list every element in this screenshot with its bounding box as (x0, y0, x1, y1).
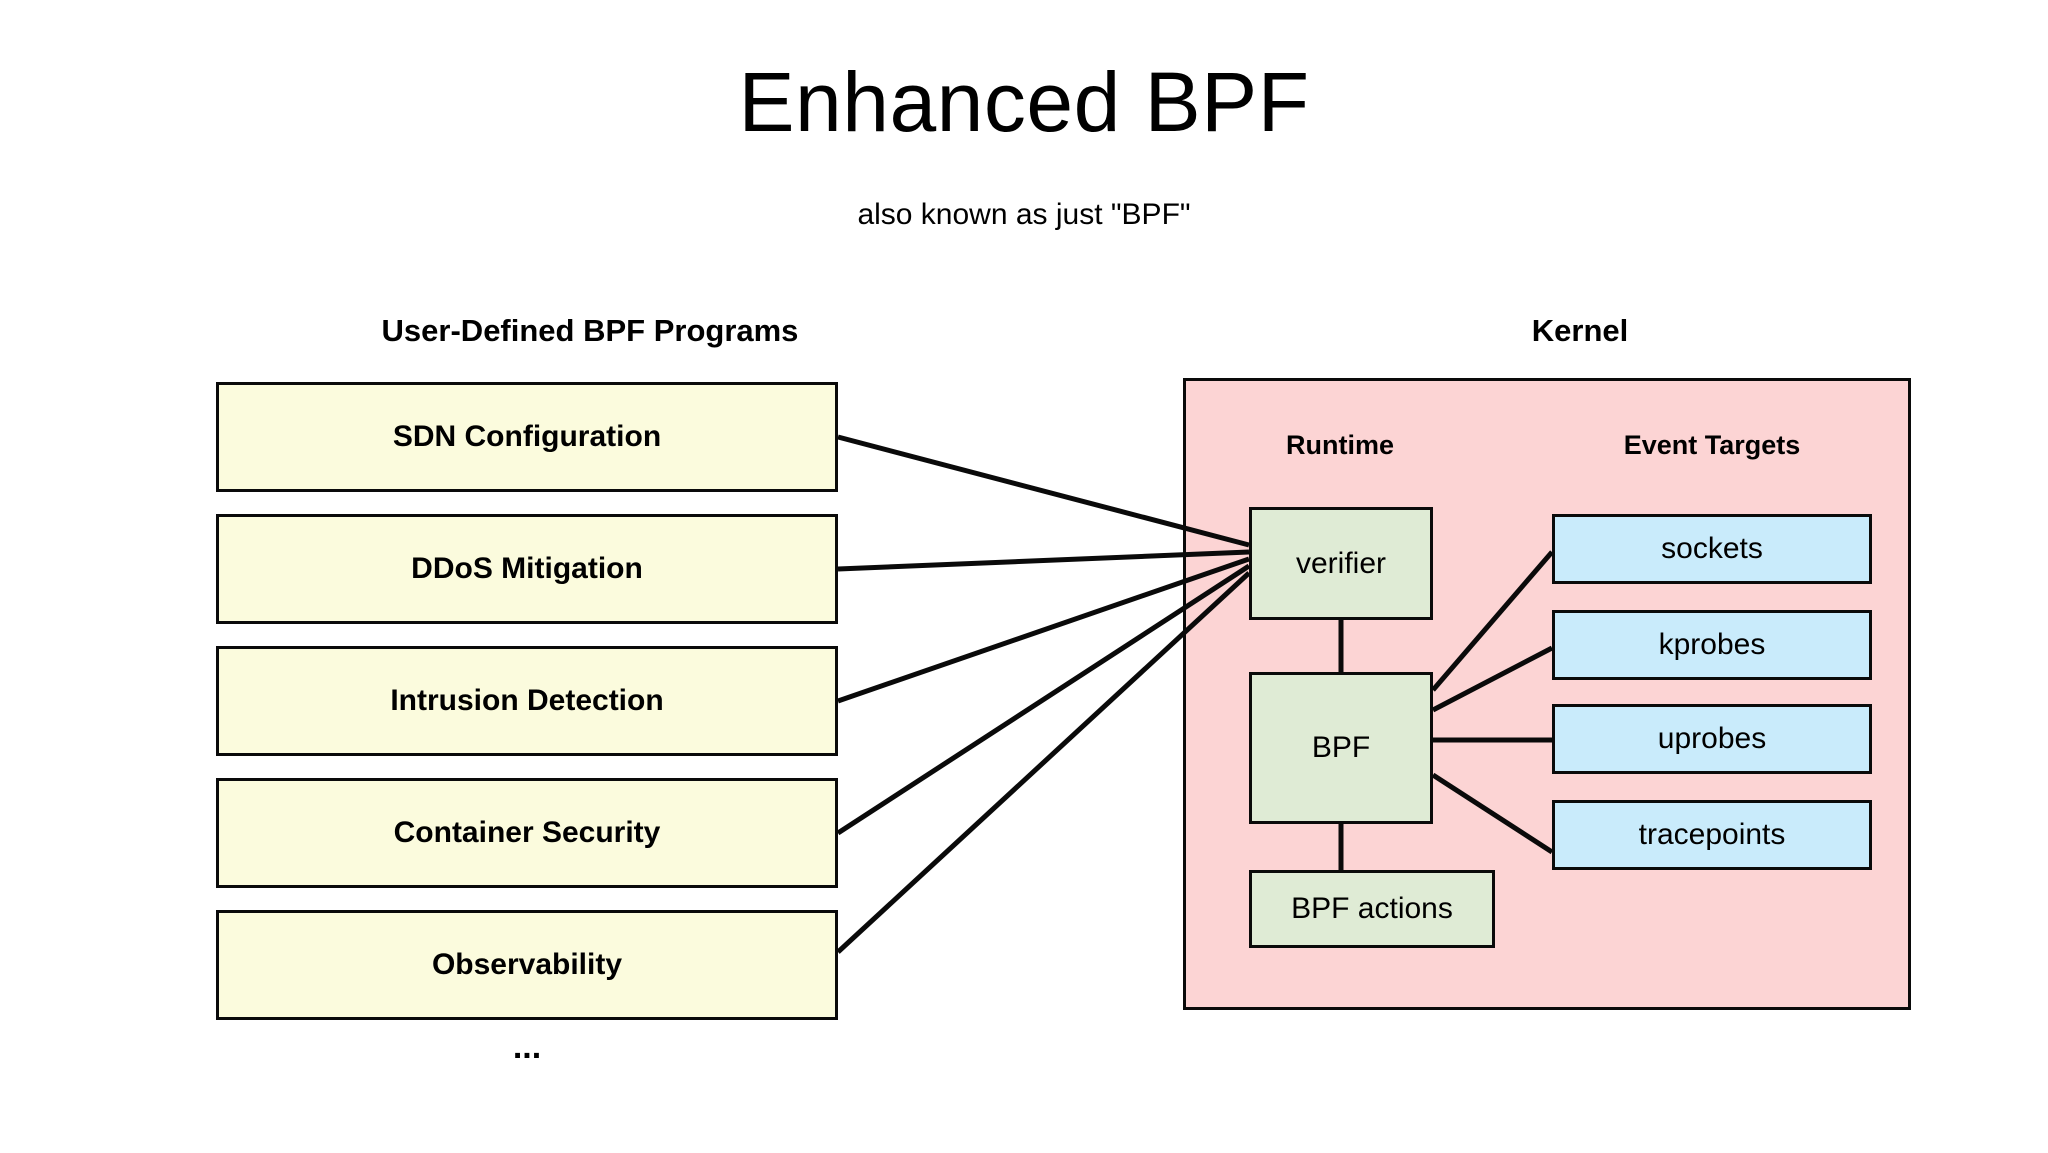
event-target-label: kprobes (1658, 628, 1766, 662)
event-target-box-kprobes[interactable]: kprobes (1552, 610, 1872, 680)
runtime-heading: Runtime (1286, 430, 1394, 460)
event-target-label: uprobes (1657, 722, 1767, 756)
runtime-box-verifier[interactable]: verifier (1249, 507, 1433, 620)
runtime-label: BPF (1311, 731, 1371, 765)
program-box-observability[interactable]: Observability (216, 910, 838, 1020)
program-label: DDoS Mitigation (411, 552, 643, 586)
runtime-box-bpf-actions[interactable]: BPF actions (1249, 870, 1495, 948)
event-target-label: tracepoints (1638, 818, 1786, 852)
user-programs-heading: User-Defined BPF Programs (381, 313, 799, 348)
program-box-ddos-mitigation[interactable]: DDoS Mitigation (216, 514, 838, 624)
event-target-box-sockets[interactable]: sockets (1552, 514, 1872, 584)
event-target-label: sockets (1661, 532, 1763, 566)
program-label: SDN Configuration (392, 420, 662, 454)
program-label: Observability (431, 948, 623, 982)
runtime-label: BPF actions (1291, 892, 1453, 926)
runtime-label: verifier (1295, 546, 1386, 580)
event-target-box-uprobes[interactable]: uprobes (1552, 704, 1872, 774)
page-subtitle: also known as just "BPF" (857, 198, 1191, 231)
program-box-intrusion-detection[interactable]: Intrusion Detection (216, 646, 838, 756)
more-programs-ellipsis: ... (512, 1028, 542, 1066)
event-target-box-tracepoints[interactable]: tracepoints (1552, 800, 1872, 870)
program-box-sdn-configuration[interactable]: SDN Configuration (216, 382, 838, 492)
kernel-heading: Kernel (1531, 313, 1629, 348)
runtime-box-bpf[interactable]: BPF (1249, 672, 1433, 824)
page-title: Enhanced BPF (738, 55, 1310, 149)
program-label: Intrusion Detection (390, 684, 664, 718)
program-box-container-security[interactable]: Container Security (216, 778, 838, 888)
event-targets-heading: Event Targets (1623, 430, 1801, 460)
program-label: Container Security (393, 816, 661, 850)
